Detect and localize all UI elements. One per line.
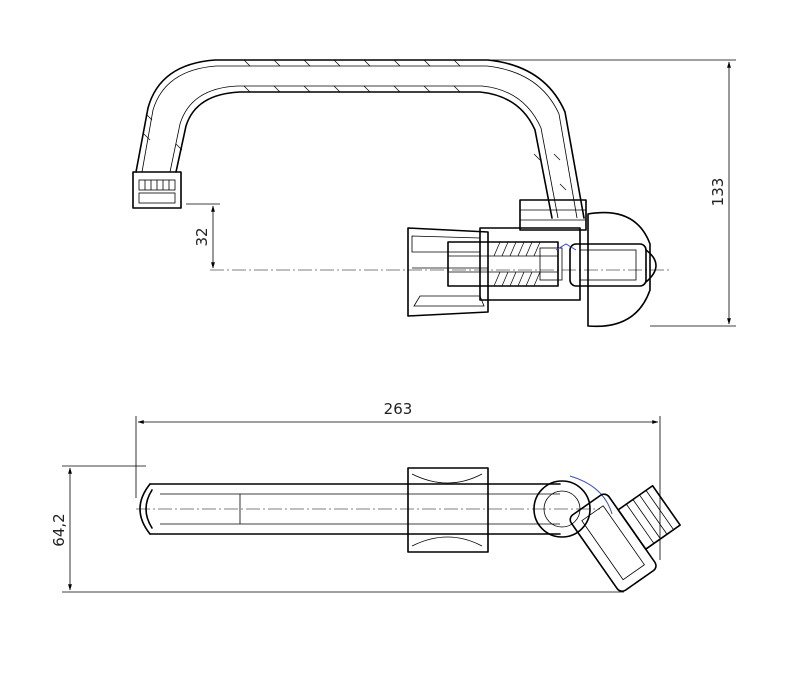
swivel-joint (533, 475, 613, 538)
aerator (132, 171, 182, 209)
valve-body (447, 199, 587, 301)
wall-connector-top (569, 484, 681, 593)
dim-total-height: 133 (492, 59, 736, 327)
dim-label-263: 263 (384, 400, 413, 418)
dim-total-depth: 64,2 (50, 465, 624, 593)
dim-label-64-2: 64,2 (50, 513, 68, 546)
spout-inner-outline (175, 91, 553, 219)
dim-label-32: 32 (193, 227, 211, 246)
spout-wall-outer (141, 65, 578, 219)
top-view: 263 64,2 (50, 400, 681, 593)
dim-total-length: 263 (135, 400, 661, 560)
handle-knob (407, 227, 489, 317)
dim-spout-height: 32 (186, 203, 220, 269)
spout-outer-outline (135, 59, 585, 219)
spout-arm-top (139, 483, 561, 535)
wall-connection (555, 211, 657, 328)
side-view: 32 133 (132, 59, 736, 328)
spout-wall-inner (169, 85, 559, 219)
spout-hatching (143, 59, 567, 191)
dim-label-133: 133 (709, 178, 727, 207)
handle-top (407, 467, 489, 553)
